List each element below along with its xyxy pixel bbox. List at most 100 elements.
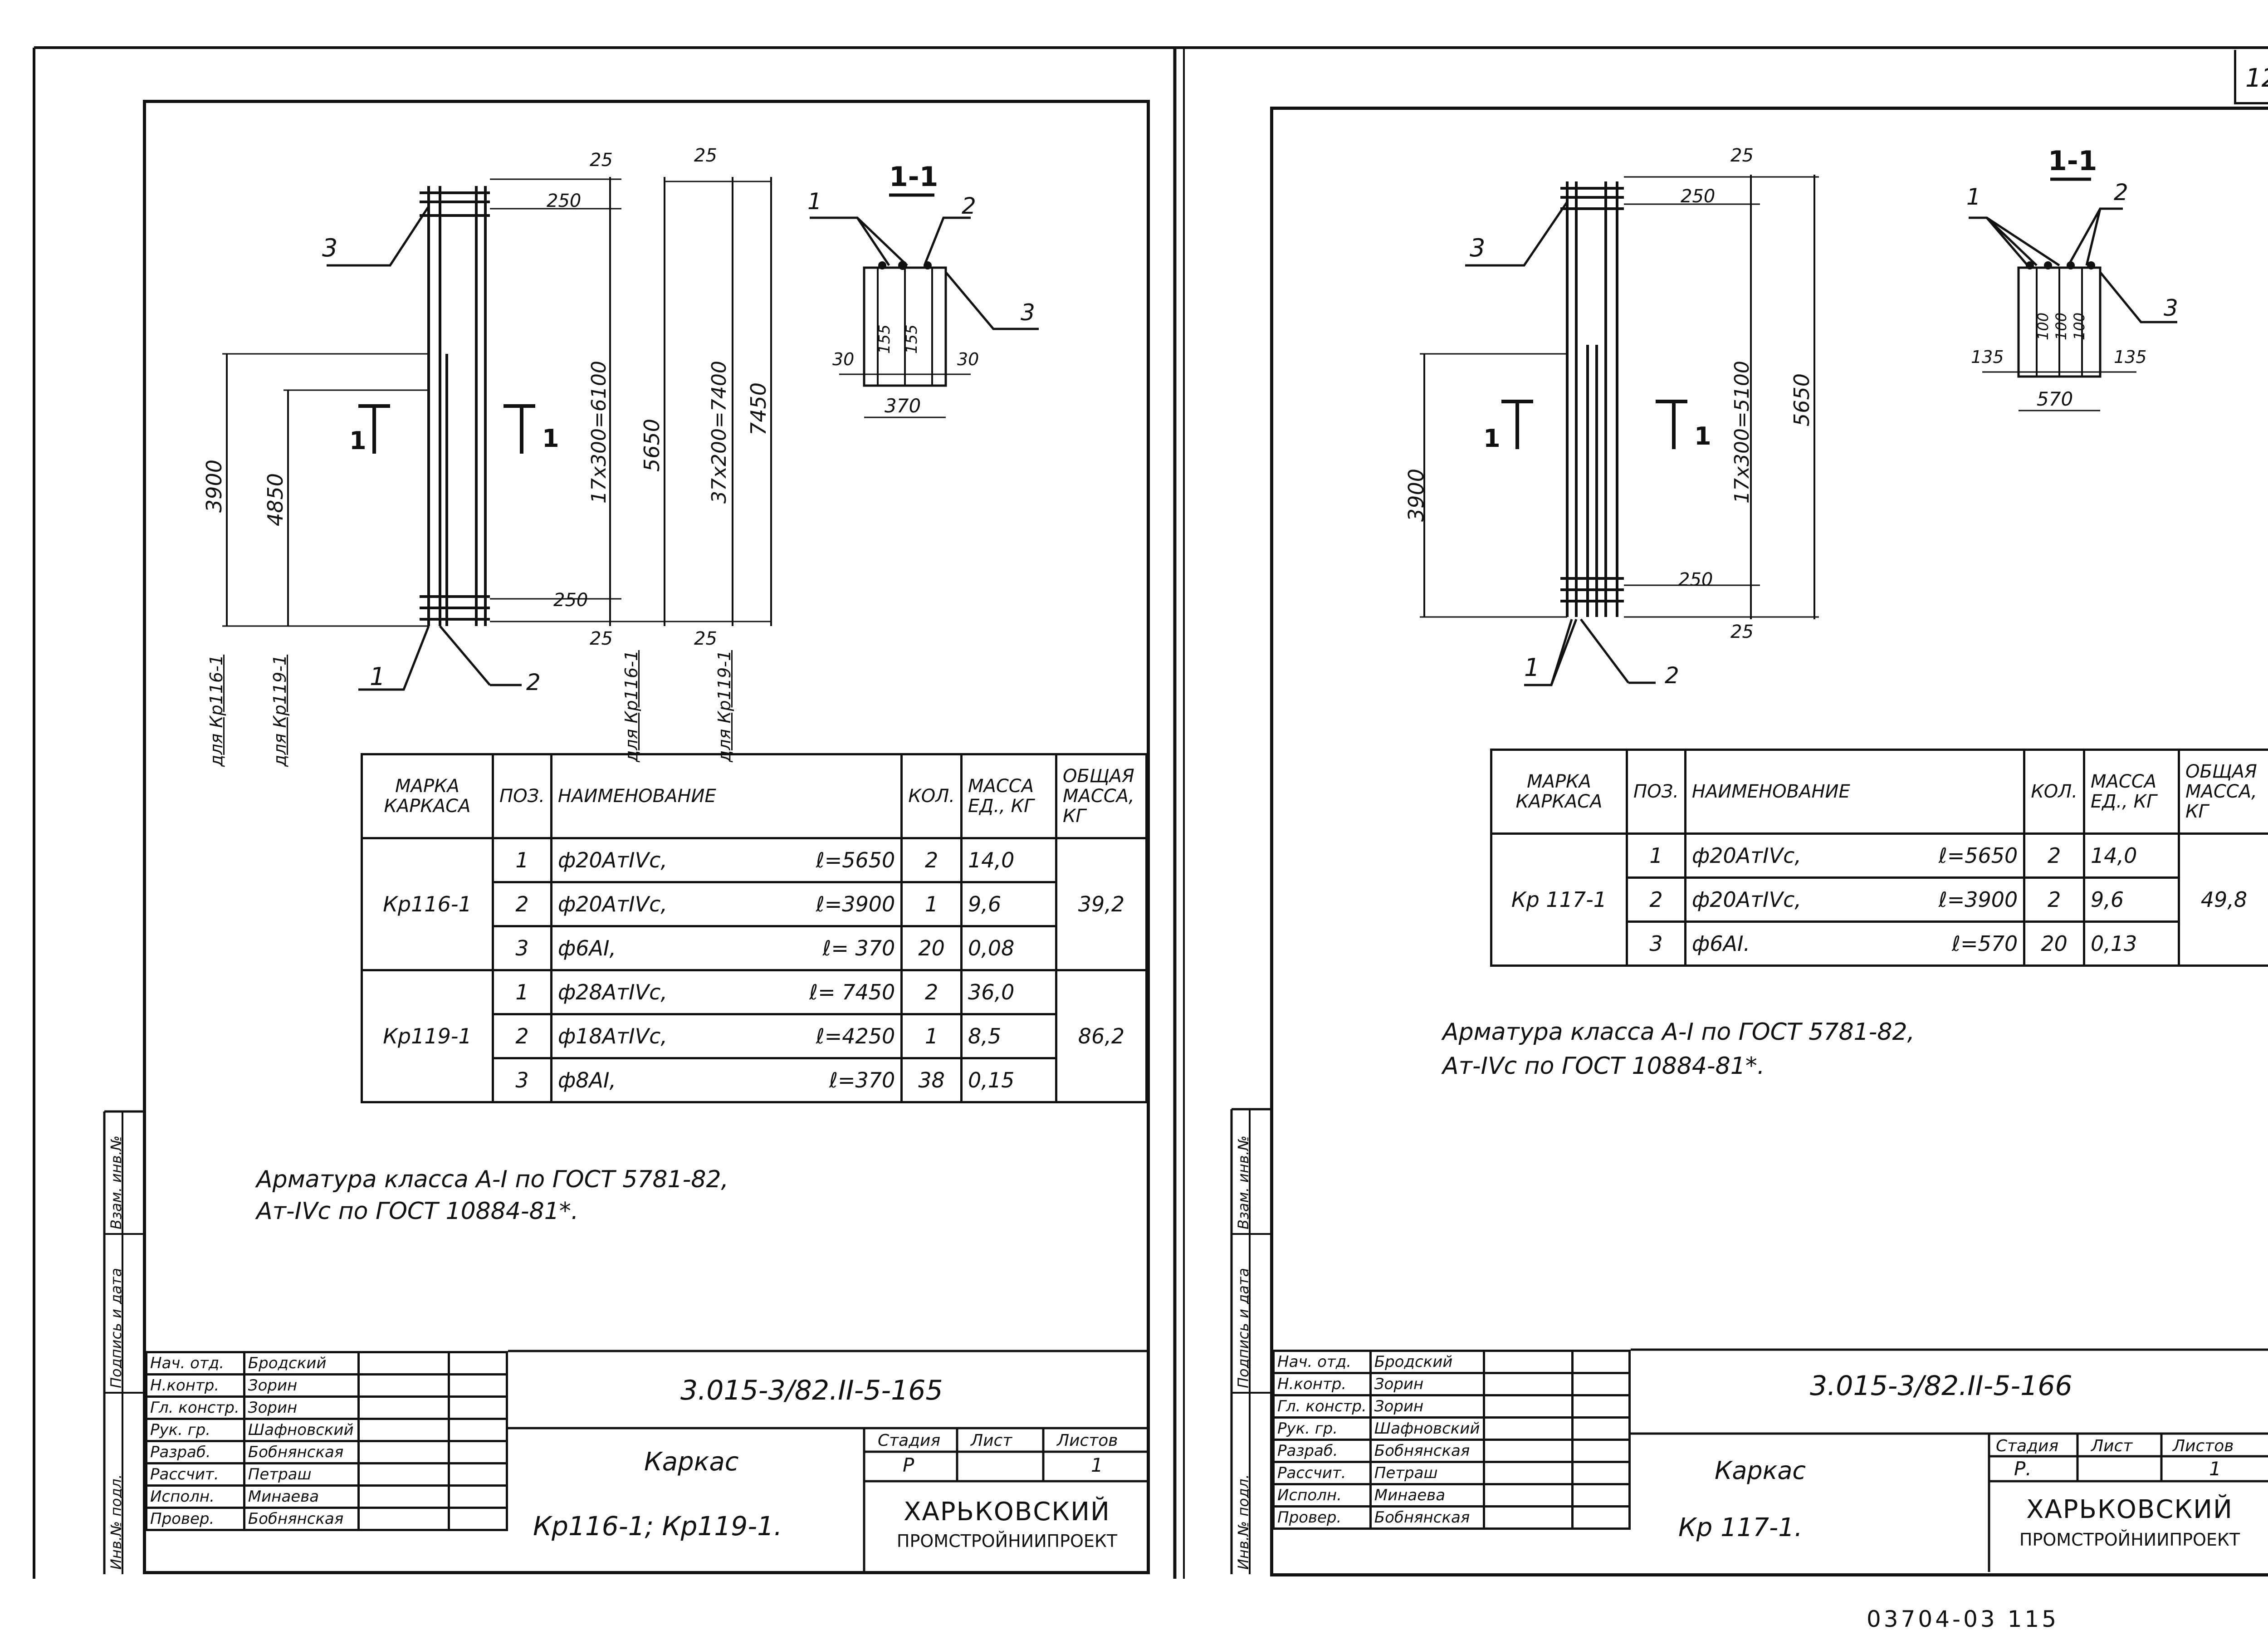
document-code: 3.015-3/82.II-5-166	[1810, 1370, 2072, 1402]
name-cell: Минаева	[243, 1484, 360, 1509]
mark-cell: Кр 117-1	[1490, 832, 1628, 967]
dim-bottom-250: 250	[1678, 569, 1713, 590]
section-label: 1-1	[2048, 145, 2097, 177]
name-cell: Зорин	[1369, 1394, 1485, 1419]
section-dim: 30	[832, 349, 855, 369]
qty-cell: 20	[900, 925, 963, 971]
mark-cell: Кр116-1	[361, 837, 494, 971]
header-unit-mass: МАССА ЕД., КГ	[2083, 749, 2180, 835]
signature-cell	[357, 1418, 450, 1442]
name-cell: Шафновский	[1369, 1416, 1485, 1441]
header-total-mass: ОБЩАЯ МАССА, КГ	[1055, 753, 1148, 839]
signature-cell	[357, 1395, 450, 1420]
organization-name: ХАРЬКОВСКИЙ	[2026, 1495, 2233, 1524]
role-cell: Рук. гр.	[145, 1418, 245, 1442]
qty-cell: 2	[900, 969, 963, 1015]
signature-cell	[1482, 1461, 1574, 1485]
mass-cell: 14,0	[2083, 832, 2180, 879]
table-row: 2 ф18АтIVс, ℓ=4250 1 8,5	[362, 1013, 1147, 1059]
header-name: НАИМЕНОВАНИЕ	[550, 753, 903, 839]
date-cell	[1571, 1461, 1631, 1485]
section-dim: 135	[2114, 347, 2147, 367]
stage-header: Стадия	[1996, 1437, 2059, 1455]
section-dim-370: 370	[885, 395, 921, 417]
dim-top-25b: 25	[694, 145, 717, 166]
name-cell: Бродский	[1369, 1350, 1485, 1374]
name-cell: Бобнянская	[243, 1507, 360, 1531]
name-cell: Бобнянская	[1369, 1505, 1485, 1530]
signature-cell	[1482, 1394, 1574, 1419]
name-cell: ф28АтIVс,	[550, 969, 746, 1015]
date-cell	[447, 1373, 508, 1398]
date-cell	[1571, 1483, 1631, 1508]
pos-cell: 2	[1626, 876, 1686, 923]
section-callout-3: 3	[2164, 295, 2178, 321]
pos-cell: 2	[492, 1013, 552, 1059]
date-cell	[1571, 1394, 1631, 1419]
header-mark: МАРКА КАРКАСА	[361, 753, 494, 839]
length-cell: ℓ= 7450	[745, 969, 903, 1015]
signature-cell	[1482, 1372, 1574, 1396]
section-label: 1-1	[889, 161, 938, 193]
sheets-value: 1	[2209, 1458, 2221, 1480]
name-cell: ф18АтIVс,	[550, 1013, 746, 1059]
name-cell: Зорин	[243, 1395, 360, 1420]
signature-cell	[1482, 1350, 1574, 1374]
role-cell: Разраб.	[1272, 1439, 1372, 1463]
pos-cell: 3	[492, 925, 552, 971]
dim-bottom-25b: 25	[694, 628, 717, 649]
section-dim: 135	[1971, 347, 2004, 367]
name-cell: ф20АтIVс,	[550, 837, 746, 883]
role-cell: Исполн.	[1272, 1483, 1372, 1508]
stage-value: Р	[903, 1454, 914, 1476]
sheets-value: 1	[1091, 1454, 1103, 1476]
name-cell: Бродский	[243, 1351, 360, 1376]
callout-2: 2	[526, 669, 541, 695]
role-cell: Провер.	[1272, 1505, 1372, 1530]
signature-cell	[1482, 1416, 1574, 1441]
page-number: 123	[2245, 64, 2268, 93]
date-cell	[447, 1484, 508, 1509]
signature-cell	[357, 1351, 450, 1376]
mass-cell: 36,0	[960, 969, 1057, 1015]
name-cell: Зорин	[243, 1373, 360, 1398]
callout-1: 1	[370, 662, 386, 691]
header-total-mass: ОБЩАЯ МАССА, КГ	[2178, 749, 2268, 835]
callout-1: 1	[1524, 653, 1540, 682]
pos-cell: 1	[492, 837, 552, 883]
signature-cell	[357, 1373, 450, 1398]
mass-cell: 9,6	[2083, 876, 2180, 923]
name-cell: ф6АI.	[1684, 920, 1879, 967]
header-unit-mass: МАССА ЕД., КГ	[960, 753, 1057, 839]
header-mark: МАРКА КАРКАСА	[1490, 749, 1628, 835]
name-cell: Бобнянская	[243, 1440, 360, 1464]
qty-cell: 38	[900, 1057, 963, 1103]
signature-cell	[357, 1484, 450, 1509]
name-cell: ф6АI,	[550, 925, 746, 971]
role-cell: Нач. отд.	[145, 1351, 245, 1376]
reinforcement-note: Ат-IVс по ГОСТ 10884-81*.	[256, 1198, 579, 1225]
date-cell	[447, 1351, 508, 1376]
section-dim-570: 570	[2037, 388, 2073, 410]
qty-cell: 2	[2023, 876, 2085, 923]
role-cell: Рассчит.	[145, 1462, 245, 1487]
date-cell	[447, 1440, 508, 1464]
header-pos: ПОЗ.	[492, 753, 552, 839]
name-cell: ф20АтIVс,	[550, 881, 746, 927]
sheets-header: Листов	[1057, 1431, 1118, 1450]
name-cell: Зорин	[1369, 1372, 1485, 1396]
mass-cell: 9,6	[960, 881, 1057, 927]
title-block-signatures: Нач. отд.Бродский Н.контр.Зорин Гл. конс…	[1272, 1350, 1631, 1530]
date-cell	[1571, 1350, 1631, 1374]
callout-2: 2	[1665, 662, 1679, 689]
date-cell	[1571, 1505, 1631, 1530]
dim-top-25: 25	[1730, 145, 1754, 166]
dim-top-250: 250	[547, 191, 582, 211]
role-cell: Нач. отд.	[1272, 1350, 1372, 1374]
qty-cell: 20	[2023, 920, 2085, 967]
length-cell: ℓ=5650	[1879, 832, 2026, 879]
total-cell: 86,2	[1055, 969, 1148, 1103]
drawing-title: Каркас	[1715, 1456, 1806, 1485]
signature-cell	[357, 1462, 450, 1487]
section-callout-1: 1	[1966, 184, 1981, 210]
